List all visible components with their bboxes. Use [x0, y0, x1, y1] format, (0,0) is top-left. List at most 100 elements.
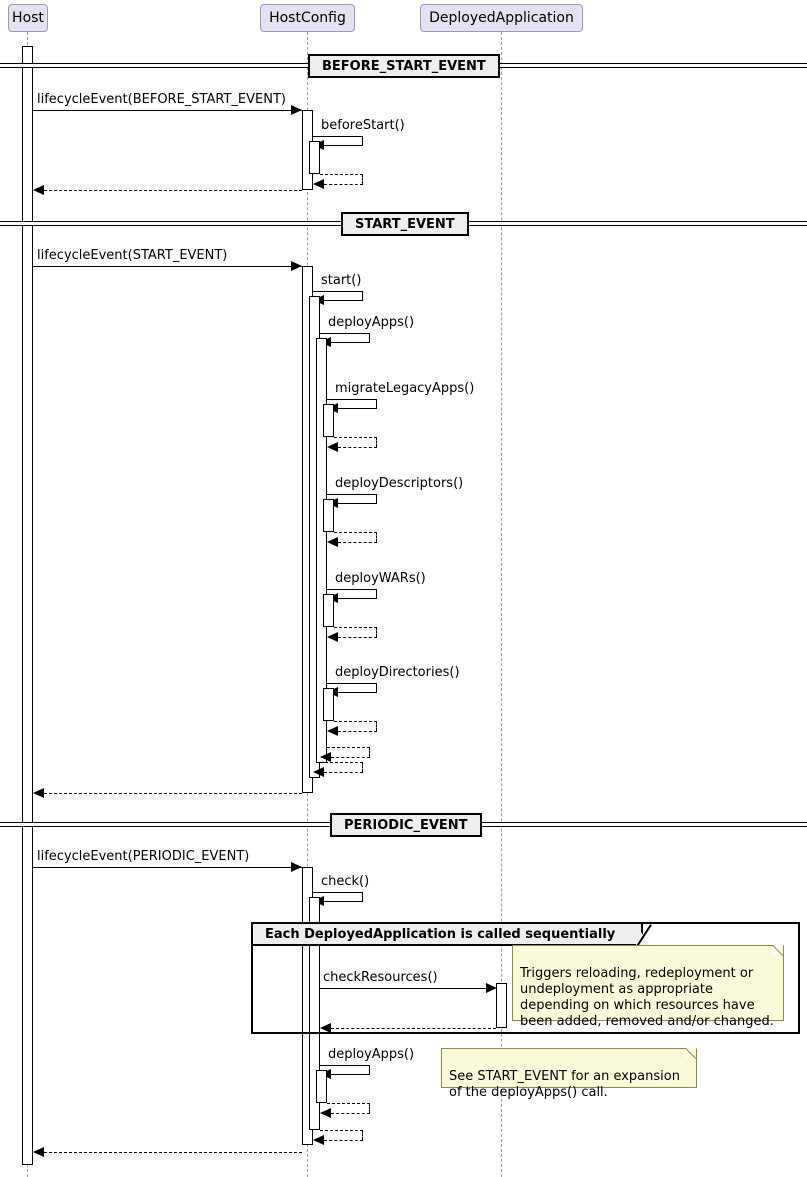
message-line-m20-top	[313, 892, 363, 893]
message-seg-m8-right	[376, 399, 377, 408]
message-seg-m9-right	[376, 437, 377, 447]
message-line-m9-top	[334, 437, 377, 438]
message-arrow-m18	[33, 788, 44, 798]
message-arrow-m25	[313, 1135, 324, 1145]
message-line-m13-top	[334, 627, 377, 628]
lifeline-deployedapplication	[501, 32, 502, 1177]
message-line-m11-top	[334, 532, 377, 533]
message-seg-m23-right	[369, 1065, 370, 1074]
message-arrow-m9	[327, 442, 338, 452]
activation-hostconfig-l2-a	[309, 141, 320, 174]
group-header-notch	[636, 924, 650, 946]
activation-hostconfig-l3-periodic	[316, 1070, 327, 1103]
message-label-m12: deployWARs()	[335, 571, 426, 586]
message-label-m10: deployDescriptors()	[335, 476, 464, 491]
group-frame-sequential-loop	[251, 922, 800, 1034]
divider-label-start: START_EVENT	[341, 212, 469, 236]
message-line-m8-top	[327, 399, 377, 400]
message-line-m15-top	[334, 721, 377, 722]
message-label-m6: start()	[321, 273, 362, 288]
participant-host-label: Host	[12, 10, 44, 26]
note-checkresources-fold	[773, 945, 784, 956]
note-checkresources: Triggers reloading, redeployment or unde…	[512, 945, 784, 1029]
message-label-m1: lifecycleEvent(BEFORE_START_EVENT)	[37, 92, 286, 107]
message-arrow-m13	[327, 632, 338, 642]
message-label-m2: beforeStart()	[321, 118, 405, 133]
message-arrow-m24	[320, 1108, 331, 1118]
message-line-m16-bottom	[331, 757, 370, 758]
message-line-m15-bottom	[338, 731, 377, 732]
message-line-m20-bottom	[324, 901, 363, 902]
message-arrow-m4	[33, 185, 44, 195]
message-line-m12-bottom	[338, 598, 377, 599]
participant-deployedapplication[interactable]: DeployedApplication	[420, 4, 583, 32]
note-deployapps-fold	[686, 1048, 697, 1059]
message-line-m21	[320, 988, 486, 989]
message-label-m21: checkResources()	[323, 970, 438, 985]
message-line-m13-bottom	[338, 637, 377, 638]
message-arrow-m5	[291, 261, 302, 271]
message-line-m2-bottom	[324, 145, 363, 146]
divider-label-before-start: BEFORE_START_EVENT	[308, 54, 500, 78]
message-line-m14-bottom	[338, 692, 377, 693]
message-seg-m15-right	[376, 721, 377, 731]
message-line-m26	[44, 1152, 302, 1153]
message-line-m9-bottom	[338, 447, 377, 448]
message-seg-m2-right	[362, 136, 363, 145]
message-line-m19	[33, 867, 302, 868]
message-seg-m12-right	[376, 589, 377, 598]
message-arrow-m1	[291, 105, 302, 115]
message-line-m25-top	[320, 1130, 363, 1131]
message-line-m17-top	[320, 762, 363, 763]
message-line-m11-bottom	[338, 542, 377, 543]
message-line-m4	[44, 190, 302, 191]
message-line-m10-bottom	[338, 503, 377, 504]
message-line-m17-bottom	[324, 772, 363, 773]
message-arrow-m21	[486, 983, 497, 993]
message-label-m19: lifecycleEvent(PERIODIC_EVENT)	[37, 849, 250, 864]
message-label-m23: deployApps()	[328, 1047, 415, 1062]
message-seg-m13-right	[376, 627, 377, 637]
message-line-m10-top	[327, 494, 377, 495]
message-seg-m14-right	[376, 683, 377, 692]
message-line-m3-top	[320, 174, 363, 175]
message-line-m24-bottom	[331, 1113, 370, 1114]
activation-hostconfig-l4-descriptors	[323, 499, 334, 532]
message-line-m25-bottom	[324, 1140, 363, 1141]
group-header-sequential-loop: Each DeployedApplication is called seque…	[253, 924, 644, 946]
activation-hostconfig-l4-migrate	[323, 404, 334, 437]
message-line-m22	[331, 1028, 496, 1029]
participant-hostconfig-label: HostConfig	[269, 10, 346, 26]
activation-deployedapplication	[496, 983, 507, 1028]
participant-hostconfig[interactable]: HostConfig	[260, 4, 355, 32]
message-line-m12-top	[327, 589, 377, 590]
message-label-m20: check()	[321, 874, 370, 889]
message-line-m5	[33, 266, 302, 267]
message-arrow-m11	[327, 537, 338, 547]
message-line-m3-bottom	[324, 184, 363, 185]
message-arrow-m17	[313, 767, 324, 777]
message-line-m8-bottom	[338, 408, 377, 409]
message-line-m6-bottom	[324, 300, 363, 301]
message-seg-m16-right	[369, 747, 370, 757]
activation-hostconfig-l2-c	[309, 897, 320, 1130]
message-line-m14-top	[327, 683, 377, 684]
message-seg-m17-right	[362, 762, 363, 772]
message-seg-m20-right	[362, 892, 363, 901]
message-label-m8: migrateLegacyApps()	[335, 381, 475, 396]
participant-deployedapplication-label: DeployedApplication	[429, 10, 574, 26]
message-line-m7-top	[320, 333, 370, 334]
group-header-label: Each DeployedApplication is called seque…	[265, 926, 616, 942]
activation-host-root	[22, 46, 33, 1165]
message-arrow-m26	[33, 1147, 44, 1157]
message-line-m7-bottom	[331, 342, 370, 343]
message-line-m16-top	[327, 747, 370, 748]
participant-host[interactable]: Host	[8, 4, 48, 32]
message-line-m1	[33, 110, 302, 111]
message-seg-m7-right	[369, 333, 370, 342]
message-arrow-m3	[313, 179, 324, 189]
message-line-m23-bottom	[331, 1074, 370, 1075]
message-label-m14: deployDirectories()	[335, 665, 460, 680]
message-line-m24-top	[327, 1103, 370, 1104]
message-arrow-m22	[320, 1023, 331, 1033]
